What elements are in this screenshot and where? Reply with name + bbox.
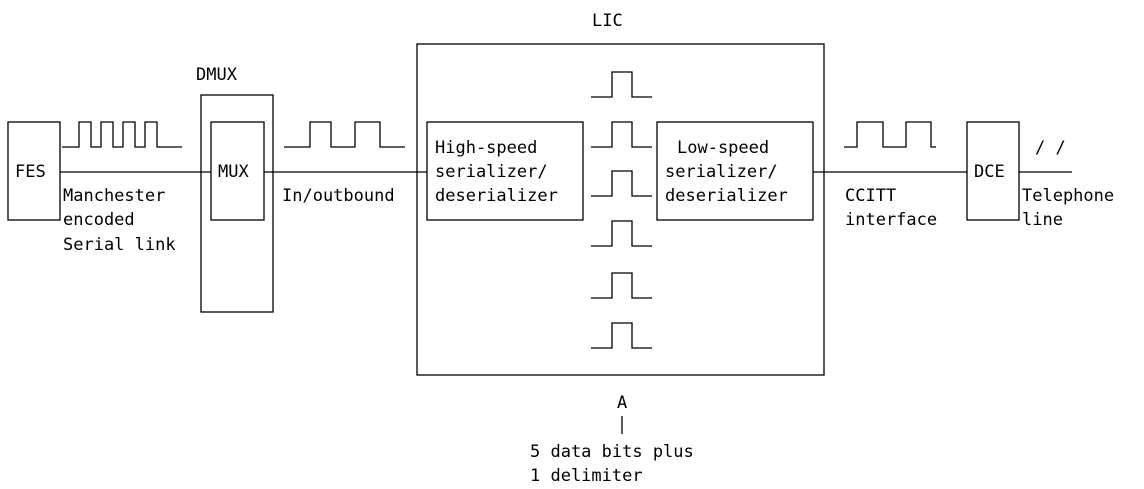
mux-box [210, 121, 265, 221]
serial-link-label-1: Manchester [63, 186, 165, 206]
manchester-waveform [62, 121, 182, 148]
low-speed-serializer-box [656, 121, 814, 221]
low-speed-line-1: Low-speed [677, 138, 769, 158]
pulse-4 [591, 220, 652, 247]
pulse-3 [591, 170, 652, 197]
ccitt-label-2: interface [845, 210, 937, 230]
fes-label: FES [15, 162, 46, 182]
high-speed-line-2: serializer/ [435, 162, 548, 182]
high-speed-line-1: High-speed [435, 138, 537, 158]
serial-link-label-3: Serial link [63, 235, 176, 255]
mux-label: MUX [218, 162, 249, 182]
pulse-5 [591, 272, 652, 299]
low-speed-line-3: deserializer [665, 186, 788, 206]
telephone-slashes: / / [1035, 138, 1066, 158]
dce-box [966, 121, 1020, 221]
note-line-1: 5 data bits plus [530, 442, 694, 462]
inoutbound-waveform [284, 121, 405, 148]
lic-box [416, 43, 825, 376]
pulse-2 [591, 121, 652, 148]
ccitt-label-1: CCITT [845, 186, 896, 206]
pulse-1 [591, 71, 652, 98]
high-speed-line-3: deserializer [435, 186, 558, 206]
pulse-6 [591, 322, 652, 349]
dce-label: DCE [974, 162, 1005, 182]
high-speed-serializer-box [426, 121, 584, 221]
note-line-2: 1 delimiter [530, 466, 643, 486]
dmux-frame [200, 94, 274, 313]
telephone-label-1: Telephone [1022, 186, 1114, 206]
low-speed-line-2: serializer/ [665, 162, 778, 182]
dmux-label: DMUX [196, 65, 238, 85]
lic-label: LIC [592, 11, 623, 31]
telephone-label-2: line [1022, 210, 1063, 230]
point-a-label: A [617, 393, 627, 413]
inoutbound-label: In/outbound [282, 186, 395, 206]
ccitt-waveform [844, 121, 936, 148]
serial-link-label-2: encoded [63, 210, 135, 230]
fes-box [7, 121, 61, 221]
